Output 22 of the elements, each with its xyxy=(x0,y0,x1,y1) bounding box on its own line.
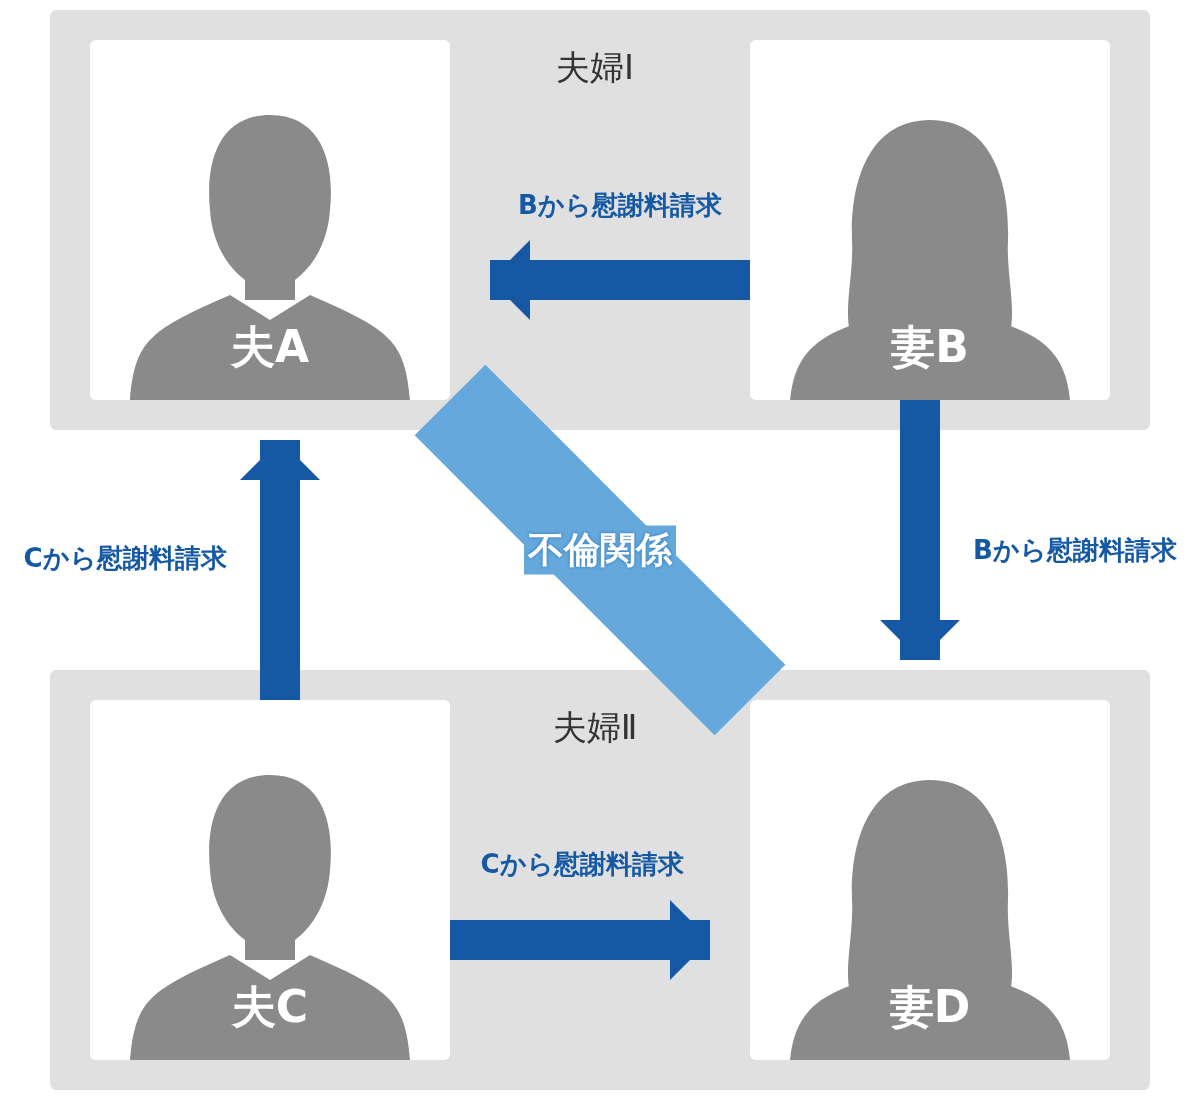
person-name: 妻B xyxy=(891,320,969,374)
person-card xyxy=(90,700,450,1060)
person-card xyxy=(750,700,1110,1060)
panel-heading: 夫婦Ⅰ xyxy=(556,46,634,89)
person-card xyxy=(90,40,450,400)
edge-label: Bから慰謝料請求 xyxy=(973,533,1177,567)
person-card xyxy=(750,40,1110,400)
edge-label: Cから慰謝料請求 xyxy=(23,541,227,575)
edge-label: 不倫関係 xyxy=(524,525,676,575)
arrow xyxy=(490,240,750,320)
edge-label: Cから慰謝料請求 xyxy=(480,847,684,881)
edge-label: Bから慰謝料請求 xyxy=(518,188,722,222)
couple-panel xyxy=(50,670,1150,1090)
person-name: 夫A xyxy=(230,320,310,374)
relation-band xyxy=(414,364,786,736)
couple-panel xyxy=(50,10,1150,430)
arrow xyxy=(450,900,710,980)
arrow xyxy=(240,440,320,700)
panel-heading: 夫婦Ⅱ xyxy=(552,706,638,749)
person-name: 夫C xyxy=(231,980,309,1034)
person-name: 妻D xyxy=(889,980,971,1034)
arrow xyxy=(880,400,960,660)
